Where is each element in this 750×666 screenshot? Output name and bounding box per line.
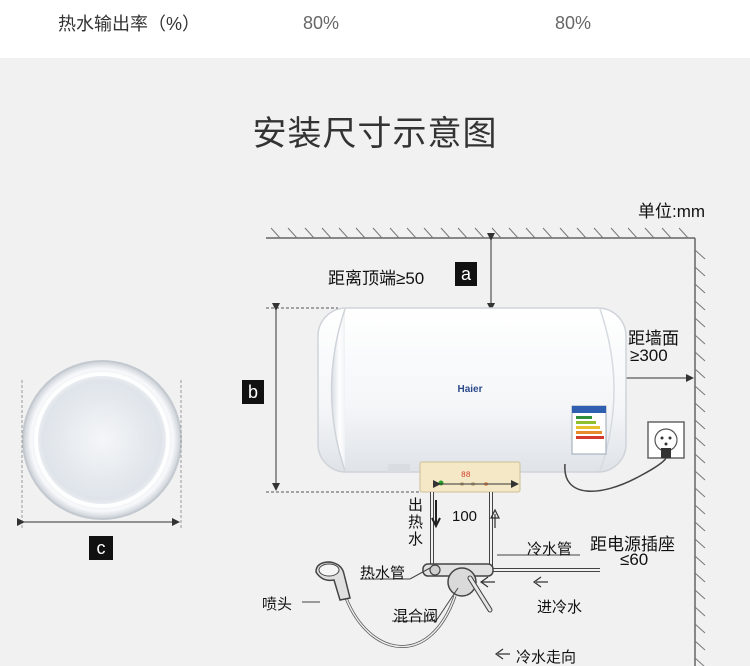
top-clearance-label: 距离顶端≥50 [328,269,425,288]
shower-head-label: 喷头 [262,596,293,613]
spec-label: 热水输出率（%） [58,14,201,34]
left-arrow-icon [479,576,495,588]
mixing-valve-icon [422,563,494,613]
wall-clearance-label-2: ≥300 [630,346,668,365]
cold-in-label: 进冷水 [537,599,583,616]
page-title: 安装尺寸示意图 [252,115,498,153]
mixing-valve-label: 混合阀 [393,608,439,625]
ceiling-line [266,227,695,239]
tank-end-view [22,360,182,520]
installation-diagram: 安装尺寸示意图 单位:mm [0,58,750,666]
left-arrow-icon [494,648,510,660]
outlet-distance-label-2: ≤60 [620,550,649,569]
left-arrow-icon [532,576,548,588]
energy-label [571,405,607,455]
power-socket-icon [647,421,685,459]
power-cord [564,457,667,492]
marker-c: c [89,536,113,560]
hot-out-label-3: 水 [408,531,424,548]
hot-out-label-1: 出 [408,497,424,514]
wall-line [694,238,706,666]
spec-row: 热水输出率（%） 80% 80% [0,0,750,58]
wall-clearance-label-1: 距墙面 [628,329,679,348]
pipe-spacing-label: 100 [452,508,478,525]
shower-head-icon [315,561,351,601]
marker-b: b [242,380,264,404]
marker-a: a [455,262,477,286]
spec-value-1: 80% [303,13,340,33]
water-heater-tank: Haier 88 [317,307,627,493]
unit-label: 单位:mm [638,202,706,221]
outlet-distance-label-1: 距电源插座 [590,535,675,554]
hot-out-label-2: 热 [408,514,424,531]
brand-logo: Haier [457,384,482,395]
spec-value-2: 80% [555,13,592,33]
diagram-drawing: Haier 88 [17,227,706,666]
cold-flow-label: 冷水走向 [516,649,577,666]
display: 88 [461,471,471,480]
hot-pipe-label: 热水管 [360,565,406,582]
up-arrow-icon [490,508,500,528]
down-arrow-icon [431,500,441,529]
cold-pipe-label: 冷水管 [527,541,573,558]
